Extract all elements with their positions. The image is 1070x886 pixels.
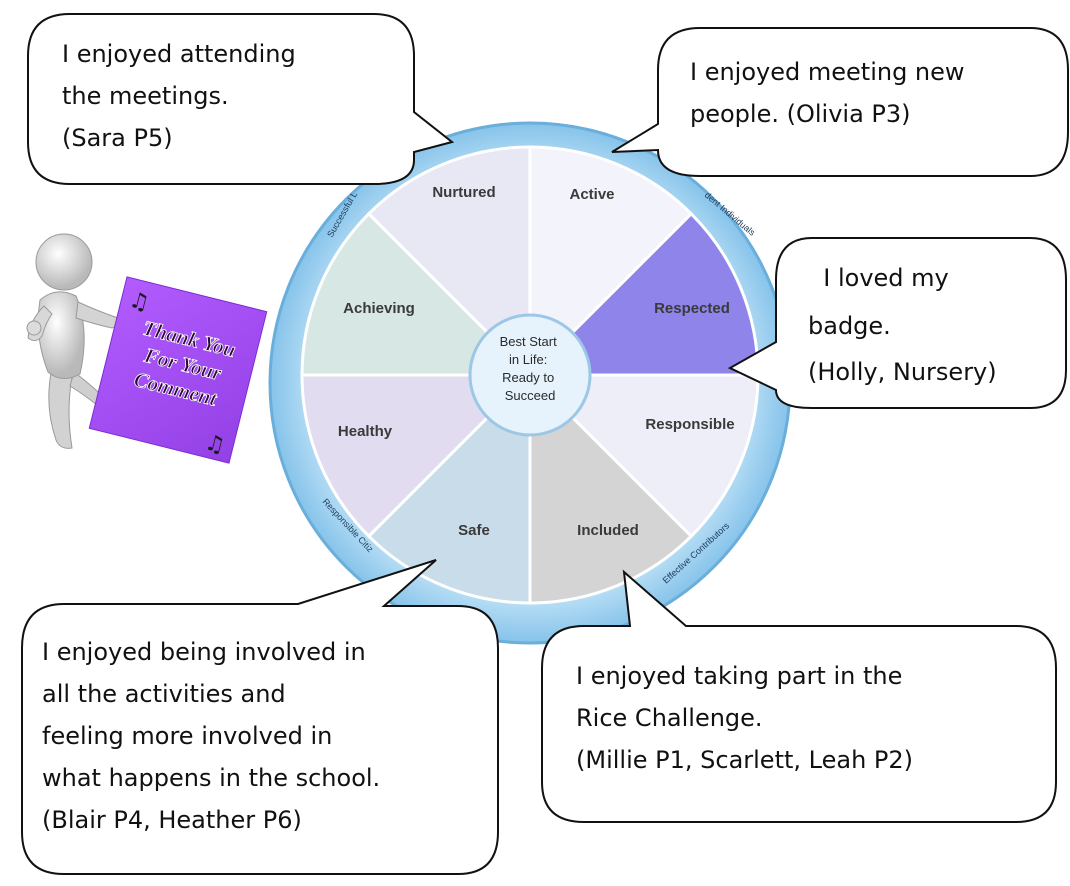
segment-achieving — [300, 211, 534, 377]
thank-you-note: ♫ ♫ Thank You For Your Comment — [88, 276, 268, 464]
comment-bubble-holly: I loved my badge. (Holly, Nursery) — [0, 0, 1067, 409]
center-hub — [468, 313, 592, 437]
bubble-line: badge. — [808, 312, 891, 340]
bubble-text: I enjoyed attending the meetings. (Sara … — [62, 40, 303, 152]
segment-label-included: Included — [577, 522, 639, 539]
figure-legs — [48, 367, 73, 449]
bubble-text: I loved my badge. (Holly, Nursery) — [0, 0, 1035, 386]
bubble-line: I enjoyed meeting new — [690, 58, 965, 86]
center-line-1: Best Start — [500, 334, 557, 349]
segment-label-responsible: Responsible — [645, 416, 734, 433]
comment-bubble-olivia: I enjoyed meeting new people. (Olivia P3… — [611, 27, 1069, 177]
bubble-line: Rice Challenge. — [576, 704, 763, 732]
bubble-shape — [611, 27, 1069, 177]
segment-label-achieving: Achieving — [343, 300, 415, 317]
bubble-line: I enjoyed taking part in the — [576, 662, 902, 690]
center-line-4: Succeed — [505, 388, 556, 403]
bubble-line: feeling more involved in — [42, 722, 332, 750]
comment-bubble-sara: I enjoyed attending the meetings. (Sara … — [27, 13, 455, 185]
bubble-line: (Holly, Nursery) — [808, 358, 997, 386]
bubble-shape — [27, 13, 455, 185]
segment-label-healthy: Healthy — [338, 423, 393, 440]
center-line-2: in Life: — [509, 352, 547, 367]
segment-included — [528, 371, 694, 605]
bubble-line: I loved my — [808, 264, 949, 292]
figure-head — [35, 233, 93, 291]
center-label: Best Start in Life: Ready to Succeed — [500, 334, 561, 403]
bubble-shape — [21, 559, 499, 875]
bubble-shape — [541, 569, 1057, 823]
bubble-shape — [727, 237, 1067, 409]
bubble-line: people. (Olivia P3) — [690, 100, 911, 128]
bubble-text: I enjoyed taking part in the Rice Challe… — [576, 662, 913, 774]
comment-bubble-millie-scarlett-leah: I enjoyed taking part in the Rice Challe… — [541, 569, 1057, 823]
segment-label-safe: Safe — [458, 522, 490, 539]
segment-responsible — [526, 373, 760, 539]
bubble-line: I enjoyed being involved in — [42, 638, 366, 666]
segment-label-active: Active — [569, 186, 614, 203]
bubble-line: what happens in the school. — [42, 764, 380, 792]
wellbeing-wheel: Best Start in Life: Ready to Succeed Suc… — [268, 121, 792, 645]
bubble-line: I enjoyed attending — [62, 40, 296, 68]
bubble-line: (Sara P5) — [62, 124, 173, 152]
figure-thumb — [26, 320, 42, 336]
comment-bubble-blair-heather: I enjoyed being involved in all the acti… — [21, 559, 499, 875]
bubble-text: I enjoyed meeting new people. (Olivia P3… — [690, 58, 972, 128]
bubble-line: (Blair P4, Heather P6) — [42, 806, 302, 834]
segment-healthy — [300, 373, 534, 539]
segment-label-nurtured: Nurtured — [432, 184, 495, 201]
bubble-text: I enjoyed being involved in all the acti… — [42, 638, 388, 834]
segment-active — [528, 145, 694, 379]
segment-nurtured — [366, 145, 532, 379]
bubble-line: (Millie P1, Scarlett, Leah P2) — [576, 746, 913, 774]
thank-you-figure: ♫ ♫ Thank You For Your Comment — [26, 233, 268, 464]
segment-label-respected: Respected — [654, 300, 730, 317]
bubble-line: the meetings. — [62, 82, 229, 110]
bubble-line: all the activities and — [42, 680, 286, 708]
note-card — [88, 276, 268, 464]
wheel-segments — [300, 145, 760, 605]
segment-safe — [366, 371, 532, 605]
center-line-3: Ready to — [502, 370, 554, 385]
